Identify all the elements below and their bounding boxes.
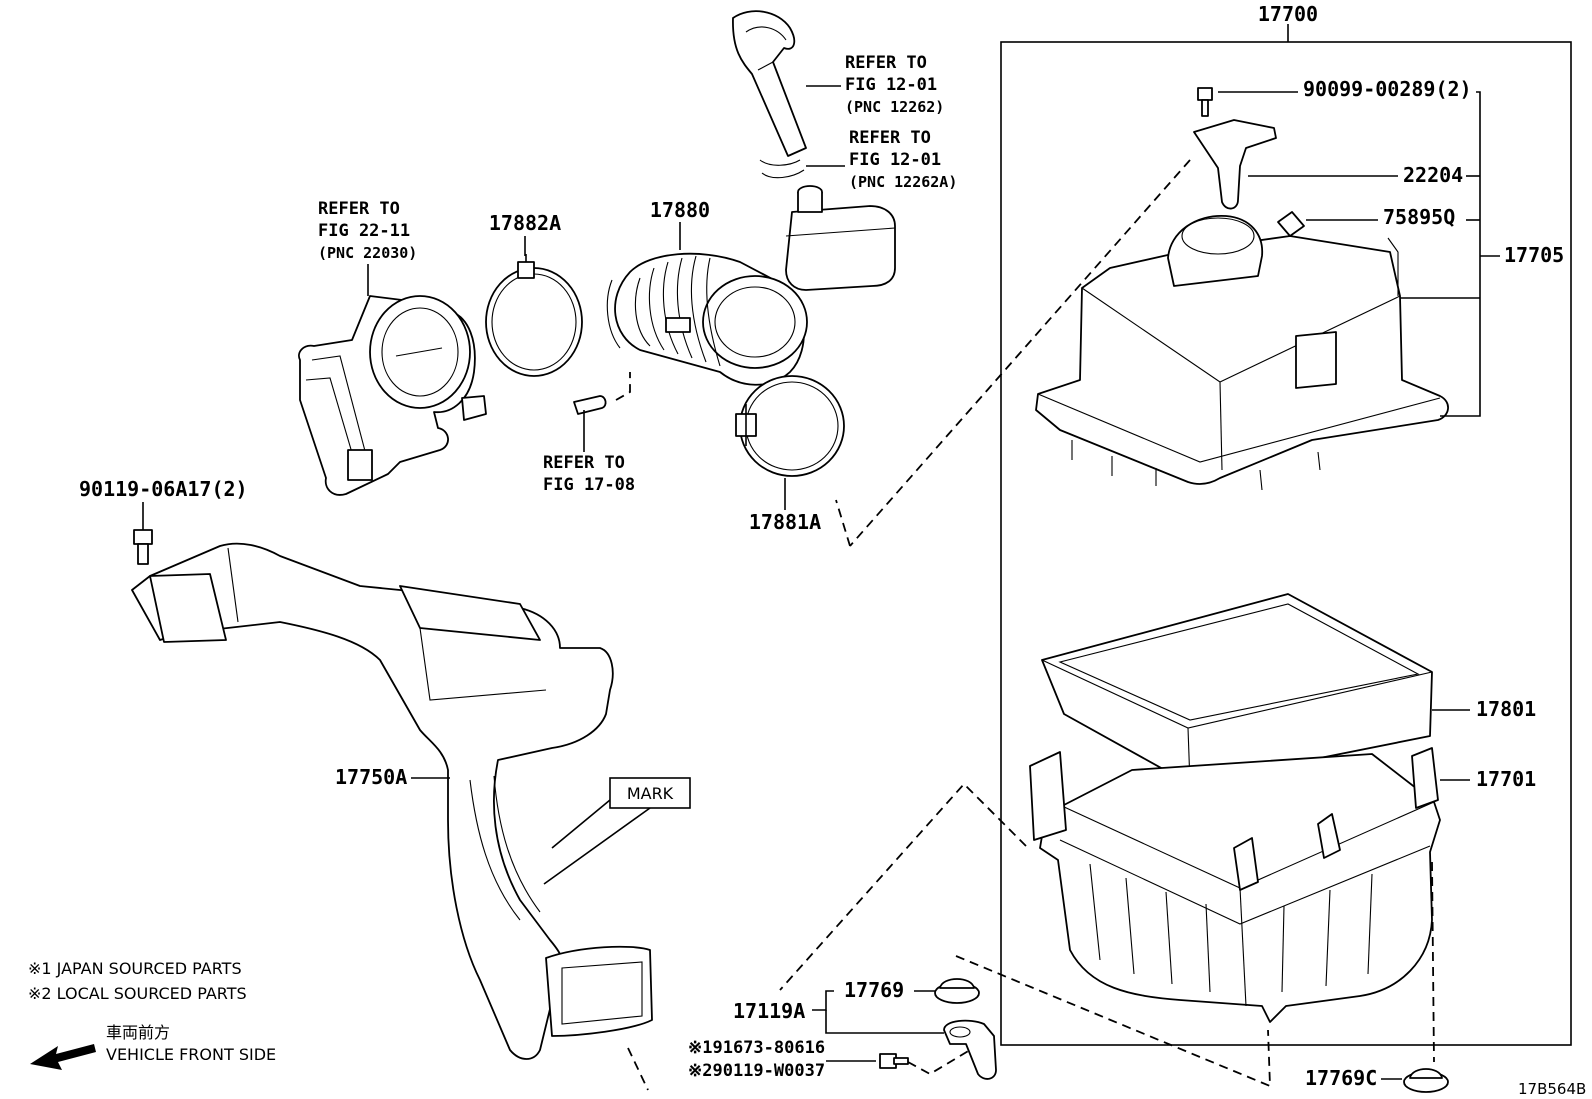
ref-fig17-line1: REFER TO <box>543 453 625 473</box>
part-label-17882A[interactable]: 17882A <box>489 211 561 235</box>
part-label-90099[interactable]: 90099-00289(2) <box>1303 77 1472 101</box>
ref-fig12a-line1: REFER TO <box>845 53 927 73</box>
notes-legend: ※1 JAPAN SOURCED PARTS ※2 LOCAL SOURCED … <box>28 959 276 1070</box>
assembly-number-label[interactable]: 17700 <box>1258 2 1318 26</box>
ref-fig12b-line3: (PNC 12262A) <box>849 173 957 191</box>
pcv-hose <box>732 10 807 179</box>
part-label-17769[interactable]: 17769 <box>844 978 904 1002</box>
ref-fig22-line3: (PNC 22030) <box>318 244 417 262</box>
reference-fig-22-11: REFER TO FIG 22-11 (PNC 22030) <box>318 199 417 296</box>
part-label-90119[interactable]: 90119-06A17(2) <box>79 477 248 501</box>
diagram-code: 17B564B <box>1518 1080 1586 1098</box>
air-cleaner-case-17701: 17701 <box>1029 747 1536 1023</box>
assembly-frame-17700: 17700 <box>1000 2 1572 1046</box>
intake-duct-17750A: 17750A <box>131 542 653 1060</box>
ref-fig12a-line3: (PNC 12262) <box>845 98 944 116</box>
ref-fig17-line2: FIG 17-08 <box>543 475 635 495</box>
part-label-290119[interactable]: ※290119-W0037 <box>688 1061 825 1081</box>
ref-fig22-line2: FIG 22-11 <box>318 221 410 241</box>
small-hose <box>573 372 631 452</box>
vehicle-front-arrow-icon <box>30 1044 96 1070</box>
dashed-relation-lines <box>627 159 1435 1091</box>
part-label-17880[interactable]: 17880 <box>650 198 710 222</box>
note-japan-sourced: ※1 JAPAN SOURCED PARTS <box>28 959 242 978</box>
vehicle-front-label-en: VEHICLE FRONT SIDE <box>106 1045 276 1064</box>
part-label-17769C[interactable]: 17769C <box>1305 1066 1377 1090</box>
throttle-body <box>298 295 487 496</box>
part-label-22204[interactable]: 22204 <box>1403 163 1463 187</box>
filter-element-17801: 17801 <box>1041 593 1536 785</box>
reference-fig-12-01-b: REFER TO FIG 12-01 (PNC 12262A) <box>806 128 957 191</box>
part-label-17881A[interactable]: 17881A <box>749 510 821 534</box>
ref-fig12b-line1: REFER TO <box>849 128 931 148</box>
ref-fig12a-line2: FIG 12-01 <box>845 75 937 95</box>
note-local-sourced: ※2 LOCAL SOURCED PARTS <box>28 984 247 1003</box>
mount-bolt: ※191673-80616 ※290119-W0037 <box>688 1038 971 1081</box>
part-label-17701[interactable]: 17701 <box>1476 767 1536 791</box>
ref-fig22-line1: REFER TO <box>318 199 400 219</box>
mount-grommet-17769C: 17769C <box>1305 1066 1449 1093</box>
part-label-17119A[interactable]: 17119A <box>733 999 805 1023</box>
part-label-17750A[interactable]: 17750A <box>335 765 407 789</box>
ref-fig12b-line2: FIG 12-01 <box>849 150 941 170</box>
intake-resonator <box>785 185 896 291</box>
hose-clamp-17882A: 17882A <box>485 211 583 377</box>
hose-clamp-17881A: 17881A <box>735 375 845 534</box>
part-label-191673[interactable]: ※191673-80616 <box>688 1038 825 1058</box>
part-label-17801[interactable]: 17801 <box>1476 697 1536 721</box>
air-flow-sensor-22204: 90099-00289(2) 22204 75895Q 17705 <box>1193 77 1564 417</box>
reference-fig-12-01-a: REFER TO FIG 12-01 (PNC 12262) <box>806 53 944 116</box>
mark-callout: MARK <box>543 777 691 885</box>
part-label-17705[interactable]: 17705 <box>1504 243 1564 267</box>
mount-grommet-17769: 17769 <box>844 978 980 1004</box>
mark-label: MARK <box>627 784 674 803</box>
reference-fig-17-08: REFER TO FIG 17-08 <box>543 453 635 495</box>
bolt-90119: 90119-06A17(2) <box>79 477 248 565</box>
air-hose-17880: 17880 <box>606 198 808 386</box>
bracket-17119A: 17119A <box>733 990 997 1080</box>
part-label-75895Q[interactable]: 75895Q <box>1383 205 1455 229</box>
vehicle-front-label-jp: 車両前方 <box>106 1023 170 1042</box>
air-cleaner-cap-17705 <box>1035 215 1449 491</box>
